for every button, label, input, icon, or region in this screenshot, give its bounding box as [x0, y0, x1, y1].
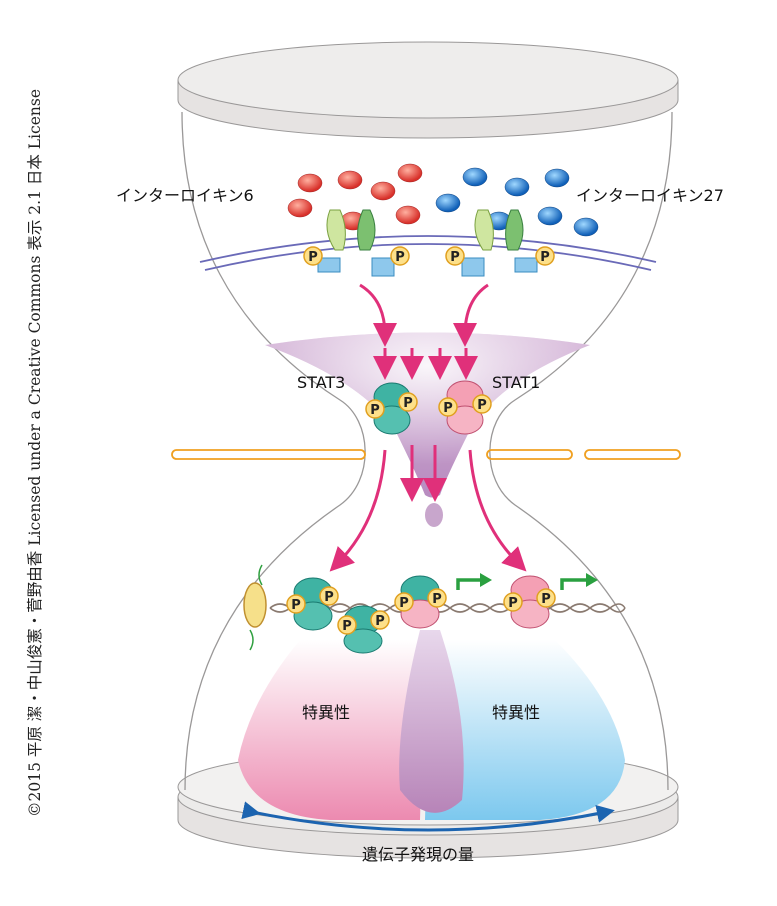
stat3-label: STAT3 [297, 373, 345, 392]
svg-text:P: P [477, 398, 487, 413]
svg-text:P: P [450, 250, 460, 265]
svg-text:P: P [399, 596, 409, 611]
transcription-arrow-icon [456, 573, 598, 590]
svg-text:P: P [324, 590, 334, 605]
stat1-label: STAT1 [492, 373, 540, 392]
svg-text:P: P [395, 250, 405, 265]
svg-text:P: P [508, 596, 518, 611]
specificity-label-right: 特異性 [492, 703, 540, 722]
il6-label: インターロイキン6 [116, 186, 254, 205]
signal-arrows [329, 283, 527, 572]
nucleosome-icon [243, 564, 267, 651]
il27-label: インターロイキン27 [576, 186, 724, 205]
specificity-label-left: 特異性 [302, 703, 350, 722]
il27-receptor [461, 209, 538, 277]
svg-text:P: P [403, 396, 413, 411]
svg-text:P: P [541, 592, 551, 607]
expression-label: 遺伝子発現の量 [362, 845, 474, 864]
stat3-dimer: P P [365, 382, 418, 435]
dna-bound-stats: P P P P P P P P [286, 575, 556, 654]
svg-text:P: P [375, 614, 385, 629]
svg-text:P: P [540, 250, 550, 265]
il6-receptor [317, 209, 395, 277]
nuclear-membrane [171, 449, 681, 460]
svg-text:P: P [432, 592, 442, 607]
il6-molecules [287, 163, 423, 231]
expression-range-arrow [241, 801, 615, 832]
top-disc [177, 41, 679, 139]
copyright-notice: ©2015 平原 潔・中山俊憲・菅野由香 Licensed under a Cr… [26, 89, 44, 818]
il27-molecules [435, 167, 599, 237]
dna-strand [269, 603, 626, 613]
signal-funnel [265, 332, 590, 527]
receptor-phospho-badges: P P P P [303, 246, 555, 266]
svg-text:P: P [370, 403, 380, 418]
stat1-dimer: P P [438, 380, 492, 435]
specificity-regions [238, 630, 625, 820]
svg-text:P: P [342, 619, 352, 634]
svg-text:P: P [443, 401, 453, 416]
cell-membrane [199, 235, 657, 271]
svg-text:P: P [308, 250, 318, 265]
svg-text:P: P [291, 598, 301, 613]
